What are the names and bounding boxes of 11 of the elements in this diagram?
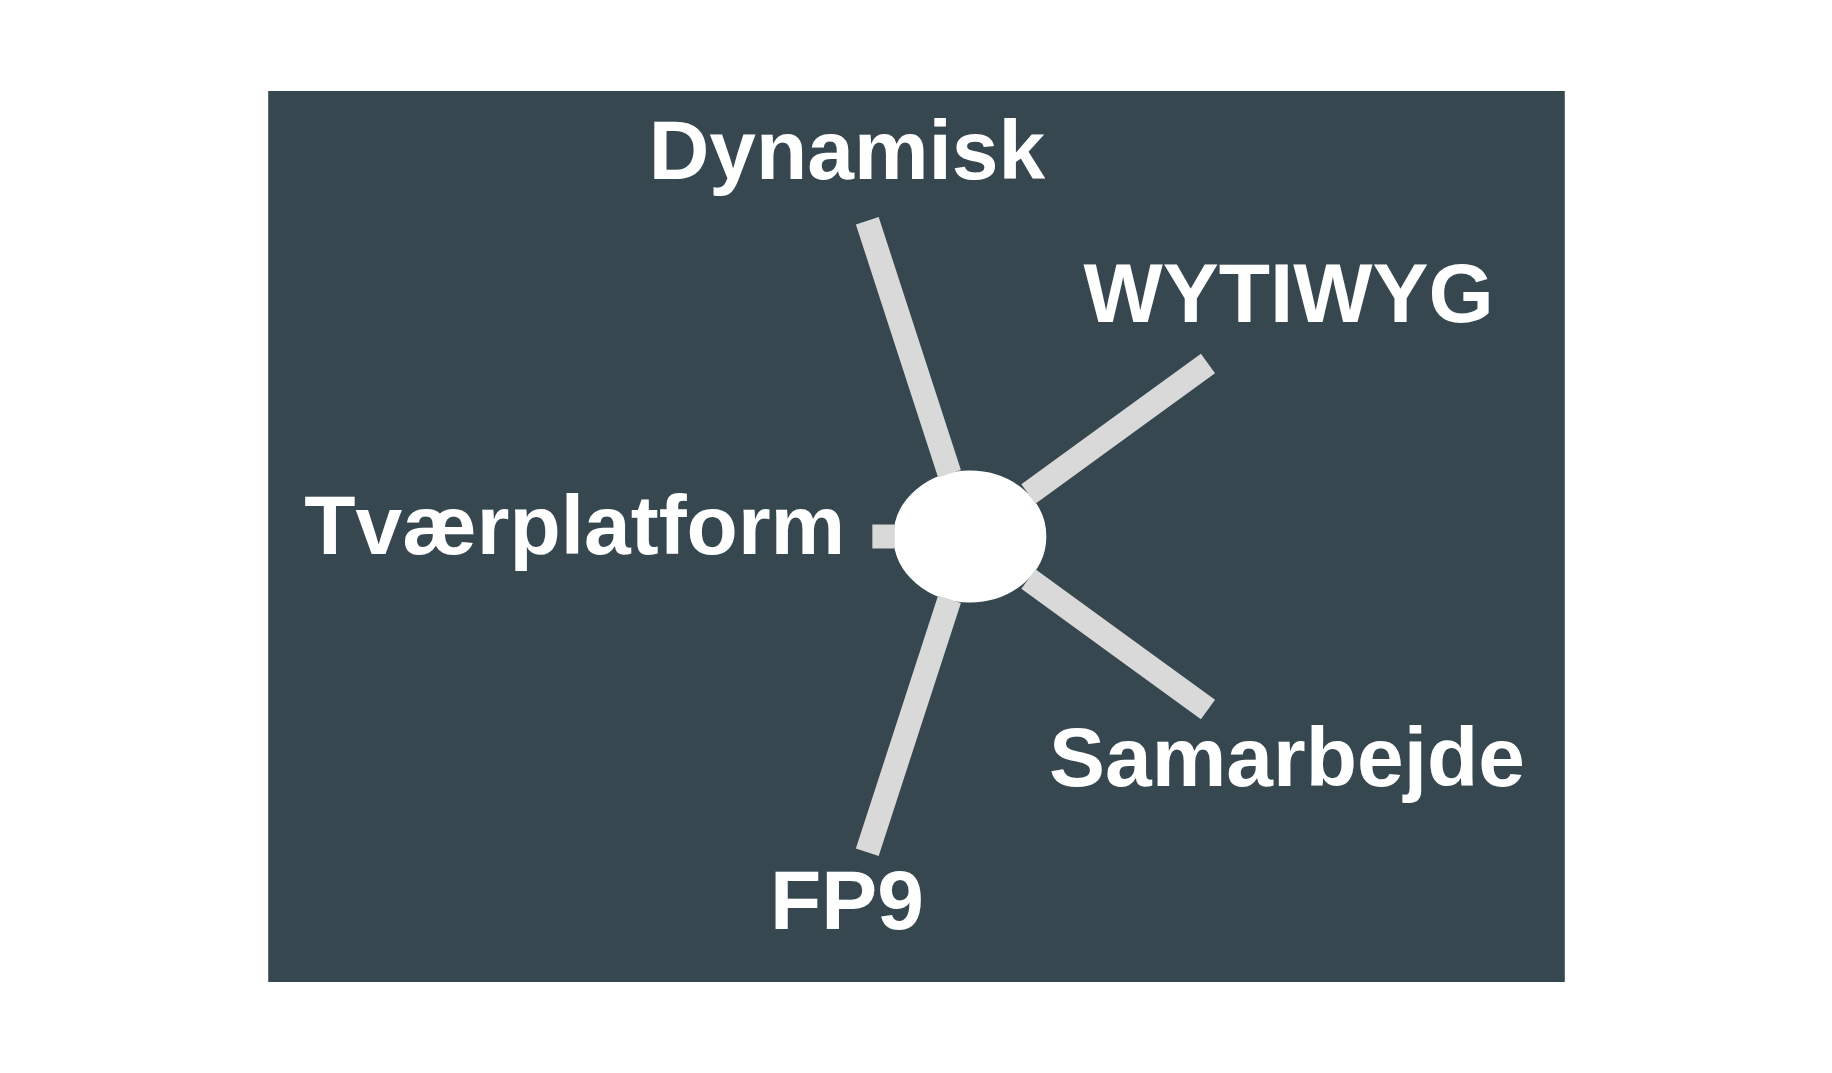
node-text: WYTIWYG — [1083, 246, 1494, 341]
connector — [855, 217, 961, 478]
connector — [1020, 569, 1215, 720]
connector — [871, 524, 895, 549]
connector — [855, 595, 961, 856]
connector — [1020, 353, 1215, 504]
node-text: FP9 — [769, 853, 924, 948]
node-circle — [892, 470, 1046, 603]
node-text: Tværplatform — [303, 478, 845, 573]
node-text: Dynamisk — [648, 103, 1045, 198]
node-text: Samarbejde — [1048, 709, 1525, 804]
